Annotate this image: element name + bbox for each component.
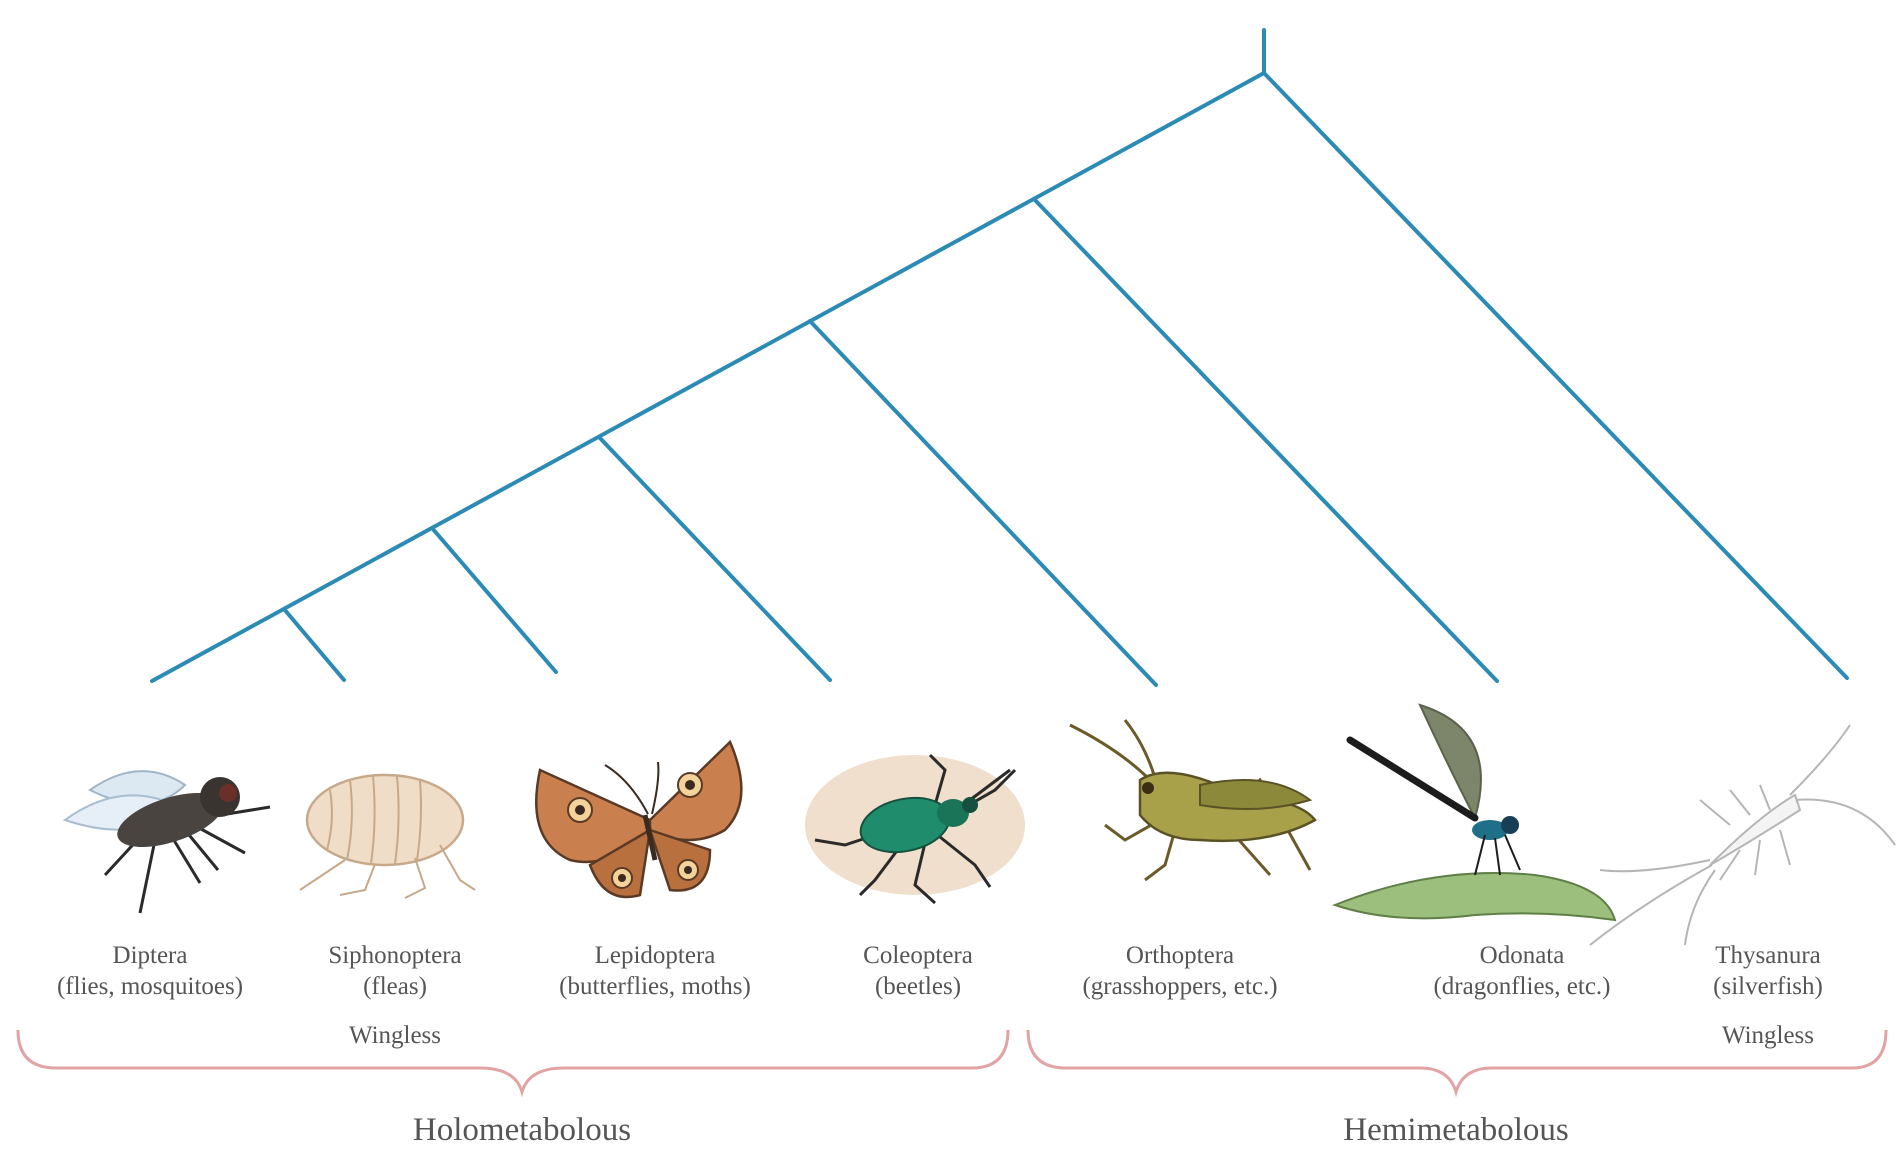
taxon-common-name: (silverfish) [1713,973,1823,1000]
wingless-note: Wingless [349,1022,441,1049]
branch-orthoptera [810,321,1156,685]
taxon-name: Siphonoptera [328,942,461,969]
group-label-holometabolous: Holometabolous [413,1112,631,1148]
branch-lepidoptera [432,528,556,672]
fly-icon [65,771,270,913]
silverfish-icon [1590,725,1895,945]
branch-thysanura [1264,73,1847,678]
dragonfly-icon [1335,705,1615,920]
branch-coleoptera [599,437,830,680]
butterfly-icon [536,742,741,897]
taxon-label-coleoptera: Coleoptera (beetles) [863,942,973,1000]
tree-main-branch [152,73,1264,681]
taxon-common-name: (beetles) [875,973,961,1000]
flea-icon [300,775,475,898]
taxon-label-diptera: Diptera (flies, mosquitoes) [57,942,243,1000]
taxon-common-name: (butterflies, moths) [559,973,751,1000]
grasshopper-icon [1070,720,1315,880]
branch-odonata [1034,199,1497,681]
taxon-name: Odonata [1480,942,1565,969]
beetle-icon [805,755,1025,903]
taxon-name: Thysanura [1715,942,1821,969]
taxon-common-name: (fleas) [363,973,427,1000]
taxon-label-siphonoptera: Siphonoptera (fleas) Wingless [328,942,461,1049]
taxon-common-name: (grasshoppers, etc.) [1082,973,1277,1000]
phylogenetic-tree [152,30,1847,685]
taxon-name: Orthoptera [1126,942,1234,969]
branch-siphonoptera [284,609,344,680]
holometabolous-brace [18,1030,1008,1092]
taxon-common-name: (flies, mosquitoes) [57,973,243,1000]
taxon-label-orthoptera: Orthoptera (grasshoppers, etc.) [1082,942,1277,1000]
taxon-name: Coleoptera [863,942,973,969]
taxon-name: Lepidoptera [595,942,716,969]
taxon-label-thysanura: Thysanura (silverfish) Wingless [1713,942,1823,1049]
taxon-name: Diptera [113,942,188,969]
taxon-label-lepidoptera: Lepidoptera (butterflies, moths) [559,942,751,1000]
taxon-label-odonata: Odonata (dragonflies, etc.) [1433,942,1610,1000]
group-label-hemimetabolous: Hemimetabolous [1343,1112,1568,1148]
wingless-note: Wingless [1722,1022,1814,1049]
taxon-common-name: (dragonflies, etc.) [1433,973,1610,1000]
